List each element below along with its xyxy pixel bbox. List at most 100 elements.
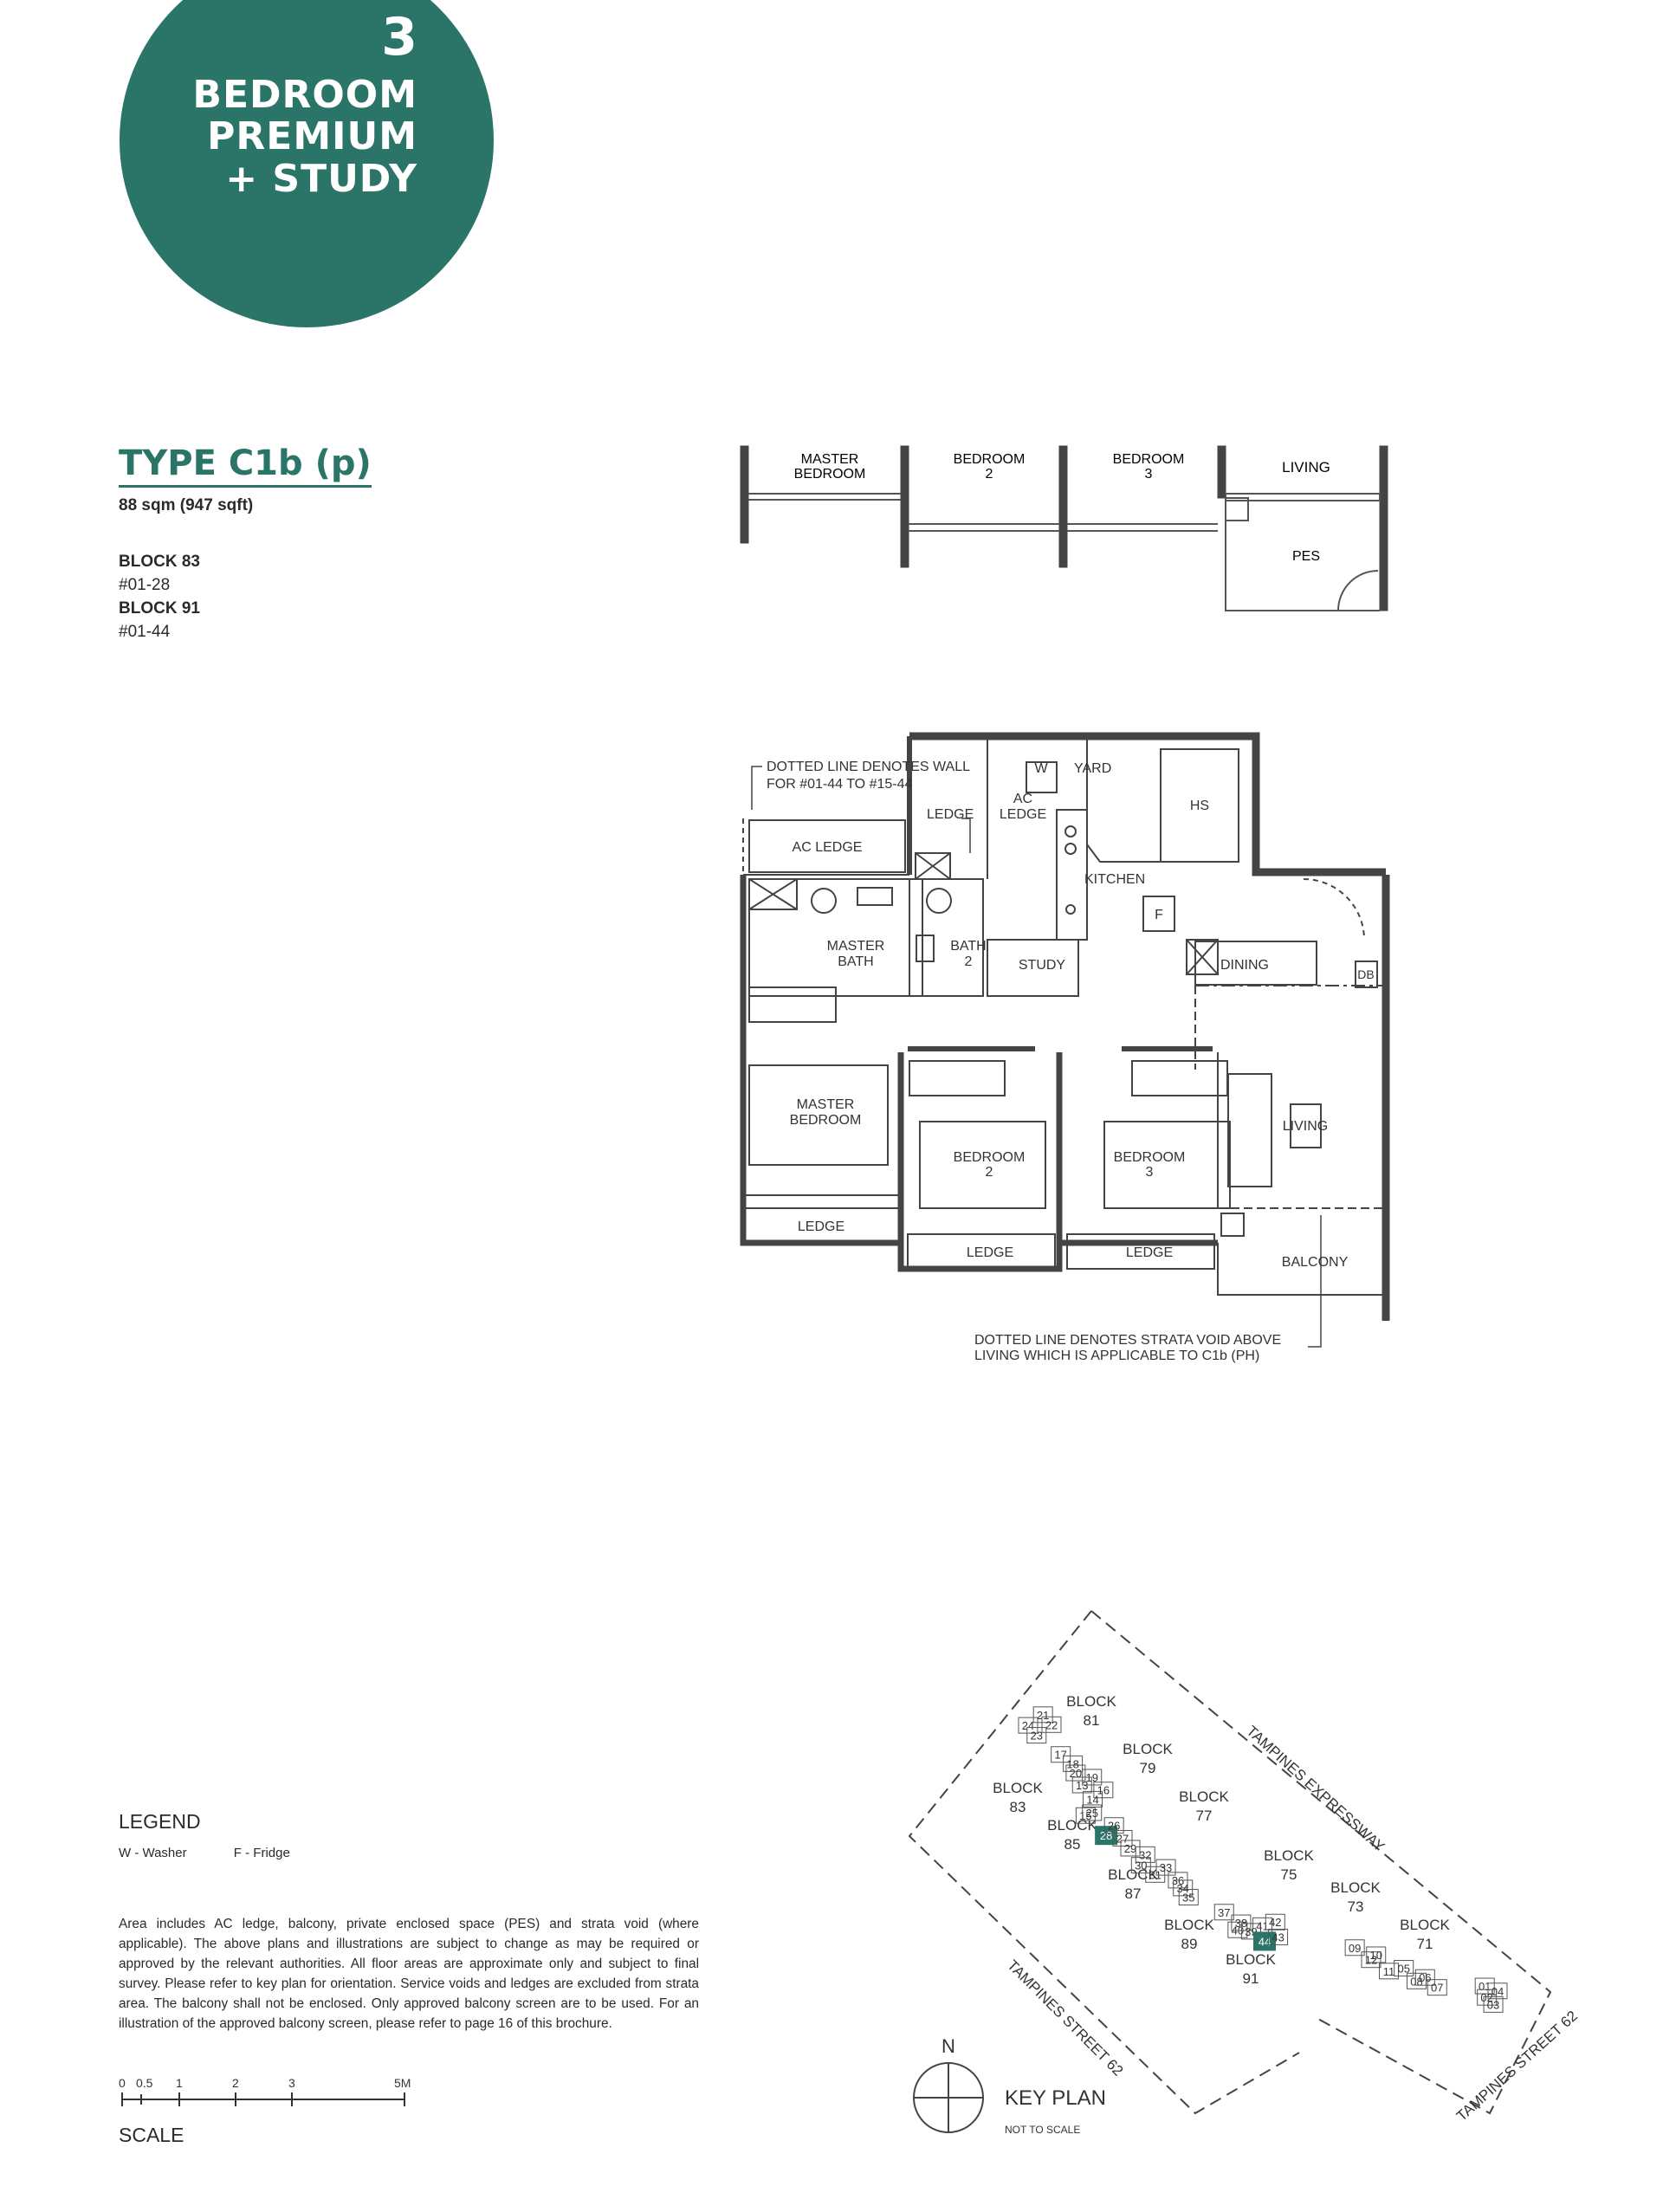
- plan-db: DB: [1357, 967, 1374, 981]
- elev-bedroom2-num: 2: [986, 467, 993, 482]
- road-expressway: TAMPINES EXPRESSWAY: [1243, 1723, 1388, 1855]
- block-unit: #01-44: [119, 623, 171, 641]
- key-plan-unit: 37: [1218, 1906, 1230, 1919]
- key-plan-unit: 11: [1383, 1965, 1395, 1978]
- key-plan-unit-outline: [1063, 1755, 1084, 1772]
- key-plan-unit-outline: [1213, 1904, 1234, 1921]
- key-plan-block-label: BLOCK: [1330, 1879, 1381, 1896]
- scale-tick: 1: [176, 2076, 183, 2090]
- plan-study: STUDY: [1019, 958, 1066, 973]
- floor-plan: DOTTED LINE DENOTES WALL FOR #01-44 TO #…: [740, 732, 1390, 1363]
- key-plan-unit: 25: [1086, 1807, 1098, 1820]
- key-plan-block-label: BLOCK: [1264, 1847, 1314, 1864]
- key-plan-unit: 07: [1431, 1982, 1443, 1995]
- key-plan-block-number: 77: [1196, 1808, 1213, 1824]
- key-plan-unit-outline: [1155, 1859, 1176, 1876]
- key-plan-unit: 33: [1160, 1861, 1172, 1874]
- key-plan-unit-outline: [1379, 1963, 1399, 1980]
- legend-washer: W - Washer: [119, 1846, 187, 1860]
- key-plan-title: KEY PLAN: [1005, 2086, 1106, 2110]
- key-plan-unit-outline: [1227, 1921, 1248, 1938]
- scale-tick: 3: [288, 2076, 295, 2090]
- elev-bedroom3-num: 3: [1145, 467, 1153, 482]
- plan-fridge: F: [1155, 908, 1163, 922]
- plan-ledge-1: LEDGE: [798, 1219, 844, 1234]
- key-plan-unit: 08: [1410, 1975, 1422, 1988]
- elev-living-label: LIVING: [1282, 459, 1330, 475]
- key-plan-unit: 16: [1097, 1784, 1110, 1797]
- plan-ac-ledge-2: LEDGE: [1000, 807, 1046, 822]
- key-plan-unit-outline: [1083, 1790, 1103, 1808]
- key-plan-unit: 20: [1070, 1767, 1082, 1780]
- key-plan-unit: 29: [1124, 1842, 1136, 1855]
- key-plan-unit: 35: [1182, 1892, 1194, 1905]
- key-plan-unit: 41: [1256, 1919, 1268, 1932]
- legend-title: LEGEND: [119, 1810, 201, 1833]
- plan-bedroom3-1: BEDROOM: [1114, 1150, 1186, 1165]
- legend: LEGEND W - Washer F - Fridge: [119, 1810, 333, 1860]
- key-plan-block-label: BLOCK: [1400, 1917, 1450, 1933]
- road-street-left: TAMPINES STREET 62: [1004, 1957, 1126, 2079]
- plan-balcony: BALCONY: [1282, 1255, 1349, 1270]
- plan-master-bath-2: BATH: [838, 954, 873, 969]
- key-plan-block-label: BLOCK: [1226, 1951, 1276, 1968]
- block-name: BLOCK 83: [119, 553, 200, 571]
- scale-tick: 5M: [394, 2076, 411, 2090]
- key-plan-unit: 24: [1022, 1719, 1034, 1732]
- key-plan-unit: 10: [1370, 1949, 1382, 1962]
- scale-graphic: 0 0.5 1 2 3 5M: [119, 2076, 411, 2106]
- key-plan-unit: 05: [1397, 1963, 1409, 1976]
- unit-blocks: BLOCK 83 #01-28 BLOCK 91 #01-44: [119, 550, 372, 644]
- key-plan-block-label: BLOCK: [1179, 1788, 1229, 1805]
- key-plan-block-label: BLOCK: [1164, 1917, 1214, 1933]
- key-plan-block-number: 71: [1417, 1936, 1433, 1952]
- plan-ledge-2: LEDGE: [967, 1245, 1013, 1260]
- key-plan-unit-outline: [1071, 1776, 1092, 1794]
- key-plan-unit: 04: [1492, 1985, 1504, 1998]
- road-street-right: TAMPINES STREET 62: [1453, 2008, 1581, 2125]
- key-plan-unit-outline: [1265, 1913, 1285, 1931]
- key-plan-block-label: BLOCK: [993, 1780, 1043, 1796]
- key-plan-unit: 43: [1272, 1931, 1284, 1944]
- plan-ac-ledge: AC LEDGE: [793, 840, 863, 855]
- plan-master-bath-1: MASTER: [827, 939, 885, 954]
- key-plan-unit: 22: [1045, 1718, 1058, 1731]
- key-plan-unit: 23: [1031, 1730, 1043, 1743]
- block-name: BLOCK 91: [119, 599, 200, 618]
- key-plan-unit-outline: [1120, 1840, 1141, 1857]
- key-plan-unit: 42: [1269, 1916, 1281, 1929]
- key-plan-unit: 31: [1149, 1868, 1161, 1881]
- elev-master-label: MASTER: [801, 452, 859, 467]
- key-plan-unit: 12: [1365, 1954, 1377, 1967]
- key-plan-unit: 18: [1066, 1757, 1078, 1770]
- badge-line-3: + STUDY: [225, 156, 417, 201]
- key-plan-unit-outline: [1093, 1782, 1114, 1799]
- scale-bar: 0 0.5 1 2 3 5M SCALE: [119, 2070, 430, 2146]
- block-unit: #01-28: [119, 576, 171, 594]
- key-plan-block-number: 73: [1348, 1898, 1364, 1915]
- key-plan-unit-outline: [1344, 1939, 1365, 1957]
- key-plan-unit-highlighted: 28: [1100, 1829, 1112, 1842]
- key-plan-unit-outline: [1032, 1706, 1053, 1724]
- unit-area: 88 sqm (947 sqft): [119, 496, 254, 514]
- key-plan-block-label: BLOCK: [1066, 1693, 1116, 1710]
- key-plan-unit-outline: [1406, 1972, 1427, 1989]
- key-plan-unit-outline: [1483, 1995, 1504, 2013]
- key-plan-unit-outline: [1041, 1716, 1062, 1733]
- key-plan-unit-outline: [1394, 1960, 1414, 1977]
- unit-type-title: TYPE C1b (p): [119, 443, 372, 488]
- scale-tick: 2: [232, 2076, 239, 2090]
- key-plan-block-label: BLOCK: [1047, 1817, 1097, 1834]
- legend-items: W - Washer F - Fridge: [119, 1846, 333, 1860]
- key-plan-unit-outline: [1026, 1727, 1047, 1744]
- key-plan-unit-outline: [1130, 1857, 1151, 1874]
- key-plan-unit-outline: [1474, 1977, 1495, 1995]
- key-plan-unit-outline: [1268, 1928, 1289, 1945]
- plan-hs: HS: [1190, 799, 1209, 813]
- plan-note-void-1: DOTTED LINE DENOTES STRATA VOID ABOVE: [974, 1333, 1281, 1348]
- key-plan-unit-outline: [1366, 1946, 1387, 1963]
- key-plan: TAMPINES EXPRESSWAY TAMPINES STREET 62 T…: [908, 1610, 1581, 2136]
- key-plan-unit-outline: [1075, 1807, 1096, 1824]
- disclaimer-note: Area includes AC ledge, balcony, private…: [119, 1917, 699, 2031]
- key-plan-unit-outline: [1414, 1969, 1435, 1986]
